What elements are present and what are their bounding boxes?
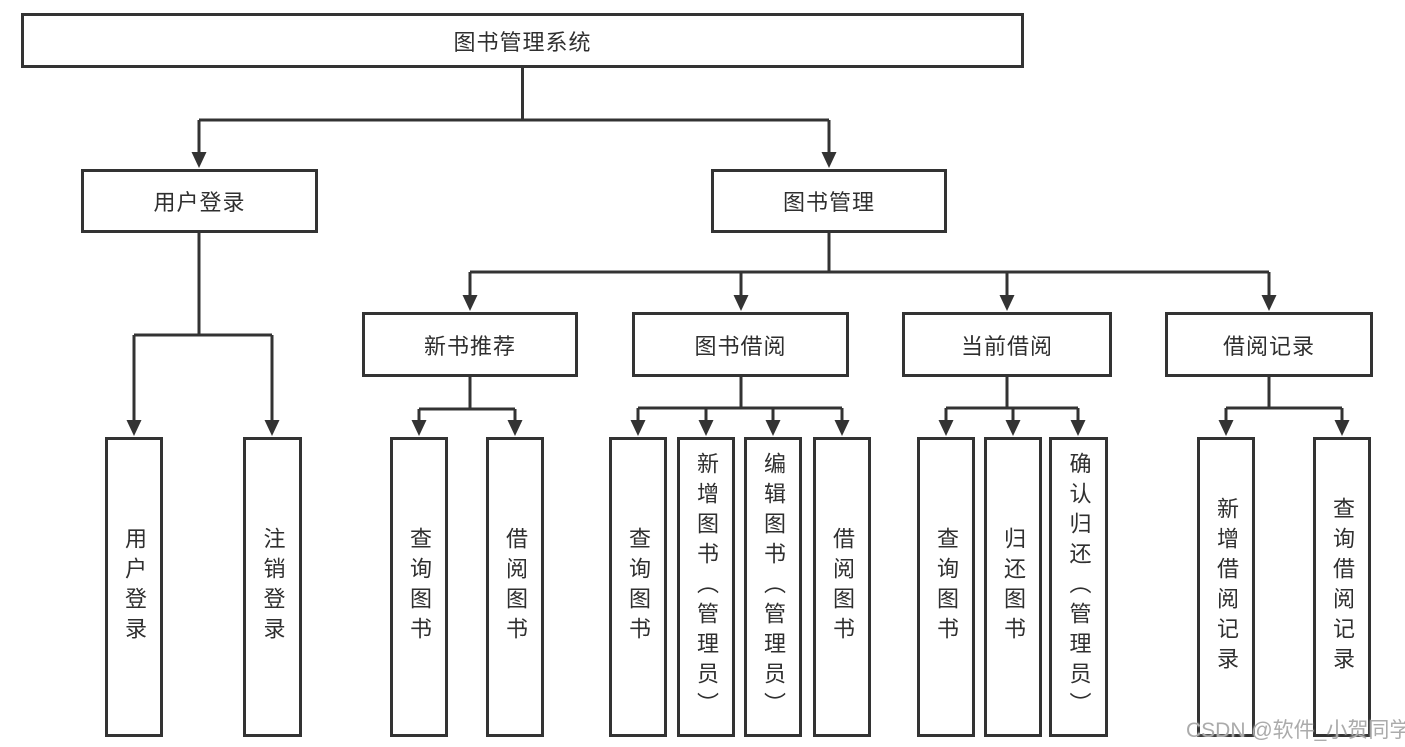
leaf-user-login-label: 用户登录 bbox=[122, 527, 147, 647]
leaf-add-books-admin-label: 新增图书（管理员） bbox=[694, 452, 719, 722]
leaf-query-books-current: 查询图书 bbox=[917, 437, 975, 737]
watermark: CSDN @软件_小贺同学 bbox=[1186, 719, 1405, 742]
leaf-return-books: 归还图书 bbox=[984, 437, 1042, 737]
leaf-query-borrow-record-label: 查询借阅记录 bbox=[1330, 497, 1355, 677]
node-borrow-records-label: 借阅记录 bbox=[1222, 333, 1315, 359]
node-book-borrow-label: 图书借阅 bbox=[694, 333, 787, 359]
leaf-borrow-books-recommend: 借阅图书 bbox=[486, 437, 544, 737]
node-root: 图书管理系统 bbox=[21, 13, 1024, 68]
node-new-book-recommend-label: 新书推荐 bbox=[423, 333, 516, 359]
leaf-query-books-current-label: 查询图书 bbox=[934, 527, 959, 647]
leaf-add-books-admin: 新增图书（管理员） bbox=[677, 437, 735, 737]
leaf-borrow-books-label: 借阅图书 bbox=[830, 527, 855, 647]
leaf-query-books-borrow-label: 查询图书 bbox=[626, 527, 651, 647]
leaf-query-books-borrow: 查询图书 bbox=[609, 437, 667, 737]
leaf-add-borrow-record-label: 新增借阅记录 bbox=[1214, 497, 1239, 677]
leaf-logout: 注销登录 bbox=[243, 437, 302, 737]
leaf-confirm-return-admin-label: 确认归还（管理员） bbox=[1066, 452, 1092, 722]
leaf-query-books-recommend-label: 查询图书 bbox=[407, 527, 432, 647]
node-book-management-label: 图书管理 bbox=[782, 190, 875, 215]
node-current-borrow: 当前借阅 bbox=[902, 312, 1112, 377]
node-book-borrow: 图书借阅 bbox=[632, 312, 849, 377]
node-book-management: 图书管理 bbox=[711, 169, 947, 233]
node-user-login: 用户登录 bbox=[81, 169, 318, 233]
node-root-label: 图书管理系统 bbox=[453, 29, 592, 55]
node-borrow-records: 借阅记录 bbox=[1165, 312, 1373, 377]
leaf-confirm-return-admin: 确认归还（管理员） bbox=[1049, 437, 1108, 737]
node-current-borrow-label: 当前借阅 bbox=[960, 333, 1053, 359]
leaf-return-books-label: 归还图书 bbox=[1001, 527, 1026, 647]
leaf-query-books-recommend: 查询图书 bbox=[390, 437, 448, 737]
leaf-logout-label: 注销登录 bbox=[260, 527, 286, 647]
node-user-login-label: 用户登录 bbox=[153, 190, 246, 215]
node-new-book-recommend: 新书推荐 bbox=[362, 312, 578, 377]
leaf-user-login: 用户登录 bbox=[105, 437, 163, 737]
leaf-borrow-books: 借阅图书 bbox=[813, 437, 871, 737]
leaf-add-borrow-record: 新增借阅记录 bbox=[1197, 437, 1255, 737]
leaf-query-borrow-record: 查询借阅记录 bbox=[1313, 437, 1371, 737]
leaf-borrow-books-recommend-label: 借阅图书 bbox=[503, 527, 528, 647]
leaf-edit-books-admin: 编辑图书（管理员） bbox=[744, 437, 802, 737]
leaf-edit-books-admin-label: 编辑图书（管理员） bbox=[761, 452, 786, 722]
